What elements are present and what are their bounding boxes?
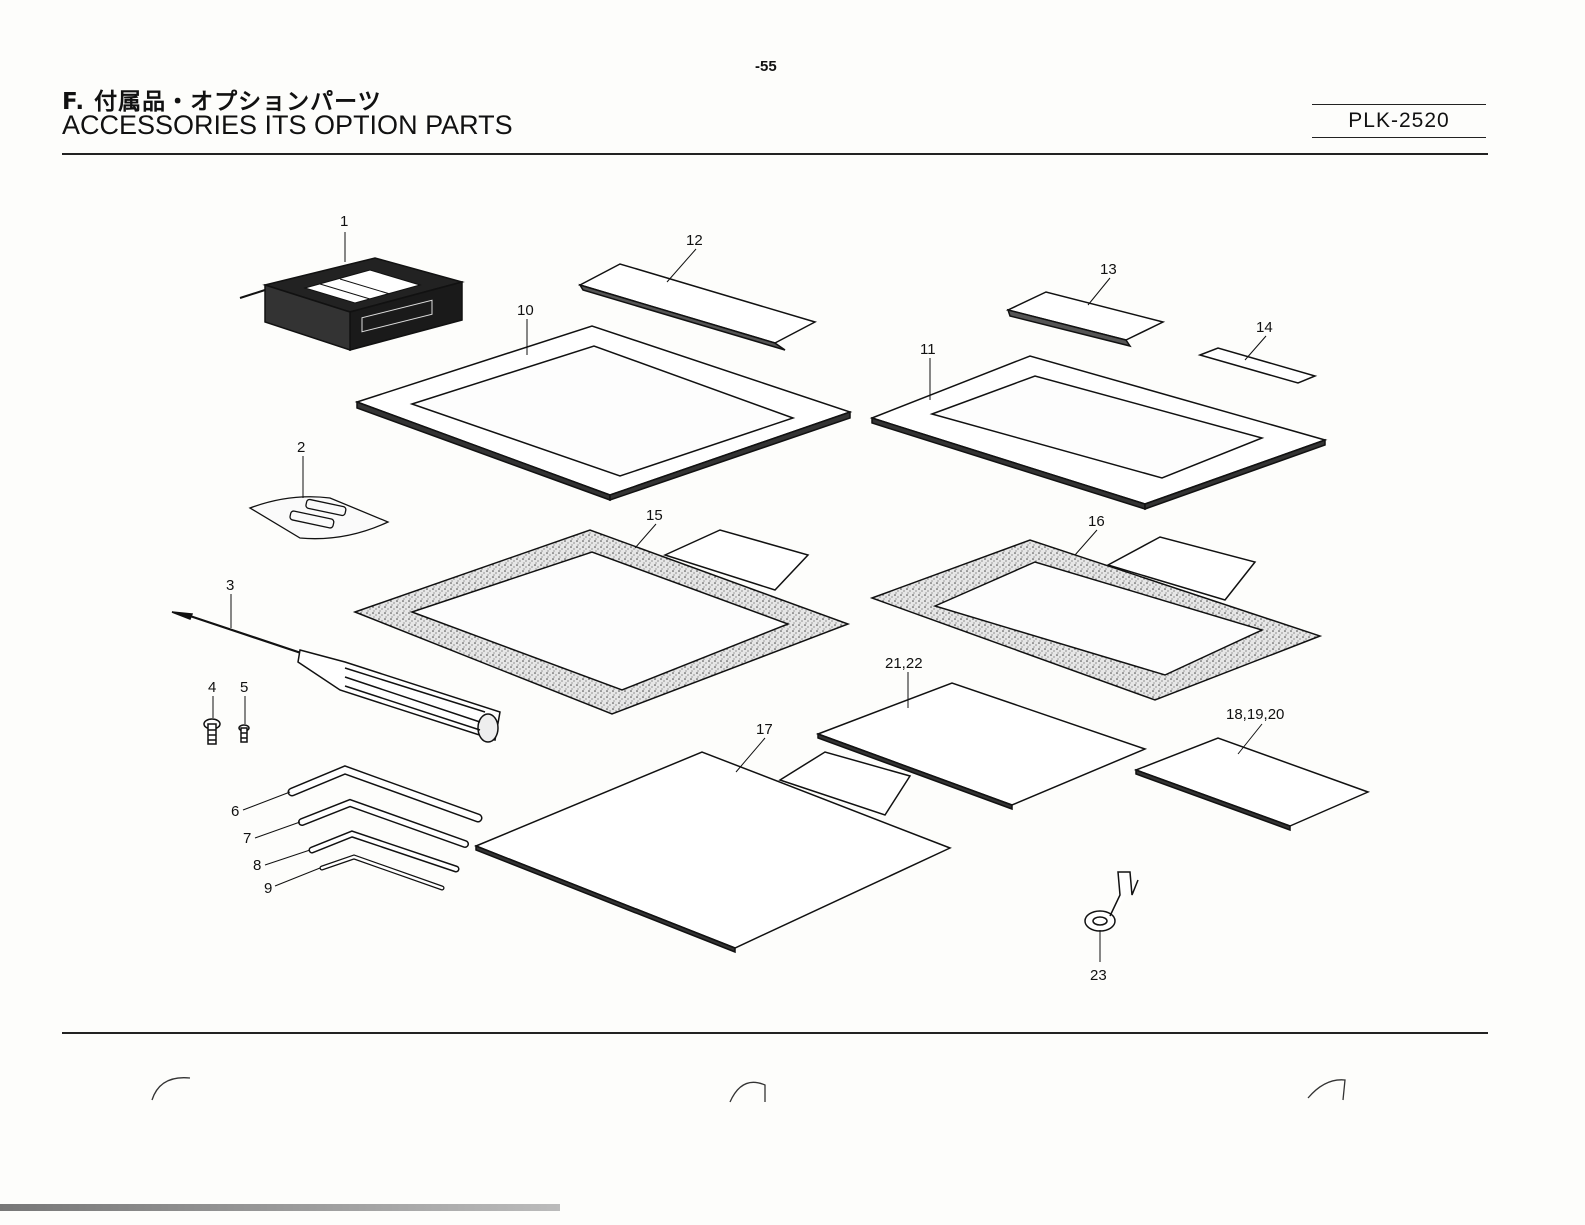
part-13-bracket xyxy=(1008,292,1163,346)
callout-11: 11 xyxy=(920,341,936,358)
callout-21-22: 21,22 xyxy=(885,655,923,672)
binder-marks xyxy=(152,1078,1345,1102)
part-11-frame-plate xyxy=(872,356,1325,509)
part-10-frame-plate xyxy=(357,326,850,500)
callout-23: 23 xyxy=(1090,967,1107,984)
callout-13: 13 xyxy=(1100,261,1117,278)
callout-17: 17 xyxy=(756,721,773,738)
callout-1: 1 xyxy=(340,213,348,230)
callout-7: 7 xyxy=(243,830,251,847)
callout-6: 6 xyxy=(231,803,239,820)
part-4-screw xyxy=(204,719,220,744)
part-14-plate xyxy=(1200,348,1315,383)
part-17-sheet xyxy=(476,752,950,952)
part-2-fuses xyxy=(250,497,388,539)
callout-2: 2 xyxy=(297,439,305,456)
callout-8: 8 xyxy=(253,857,261,874)
callout-15: 15 xyxy=(646,507,663,524)
callout-3: 3 xyxy=(226,577,234,594)
callout-4: 4 xyxy=(208,679,216,696)
callout-18-19-20: 18,19,20 xyxy=(1226,706,1284,723)
part-1-control-panel xyxy=(240,258,462,350)
callout-9: 9 xyxy=(264,880,272,897)
part-15-sponge-frame xyxy=(355,530,848,714)
callout-16: 16 xyxy=(1088,513,1105,530)
callout-10: 10 xyxy=(517,302,534,319)
part-16-sponge-frame xyxy=(872,537,1320,700)
part-18-20-sheet xyxy=(1136,738,1368,830)
part-6-9-hex-keys xyxy=(292,770,478,888)
callout-12: 12 xyxy=(686,232,703,249)
callout-5: 5 xyxy=(240,679,248,696)
part-23-presser-foot xyxy=(1085,872,1138,931)
part-5-screw xyxy=(239,725,249,742)
callout-14: 14 xyxy=(1256,319,1273,336)
